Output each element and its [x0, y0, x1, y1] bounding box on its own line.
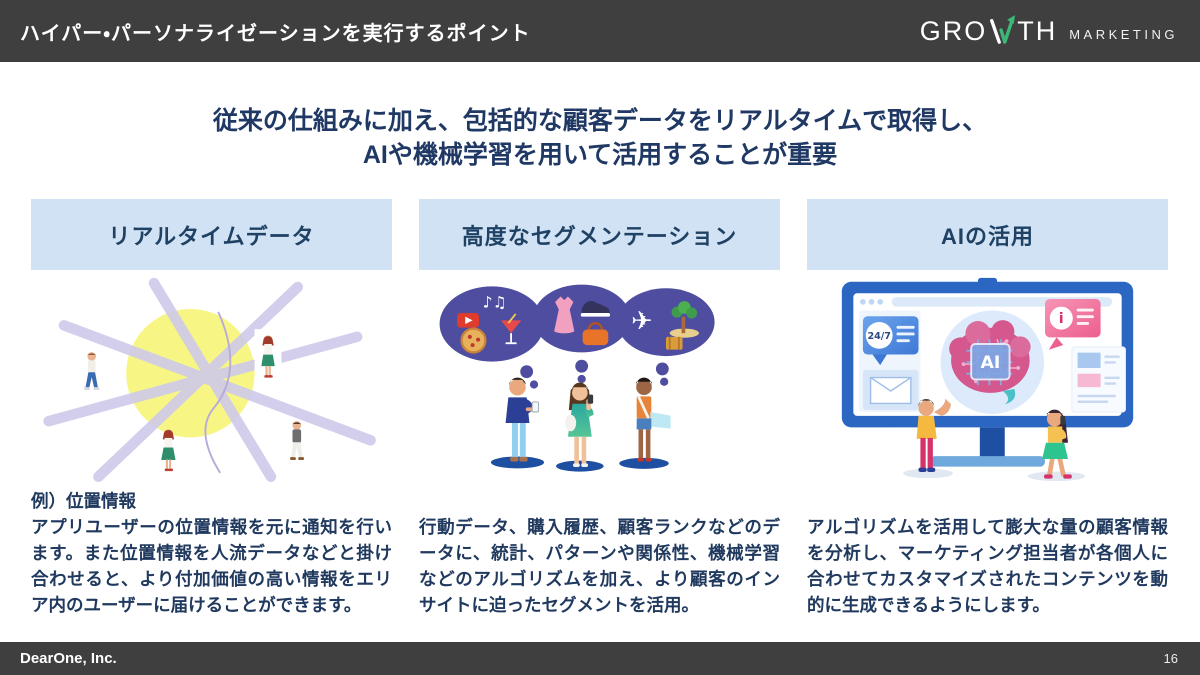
headline-line1: 従来の仕組みに加え、包括的な顧客データをリアルタイムで取得し、	[212, 107, 988, 135]
footer-company: DearOne, Inc.	[20, 650, 117, 667]
headline-line2: AIや機械学習を用いて活用することが重要	[362, 141, 838, 169]
logo-growth-post: TH	[1017, 15, 1058, 46]
page-number: 16	[1163, 651, 1178, 666]
shadow	[490, 456, 544, 469]
youtube-icon	[456, 313, 479, 328]
column-header-segmentation: 高度なセグメンテーション	[419, 199, 780, 270]
thought-bubble-travel-icon: ✈	[616, 288, 715, 386]
thought-bubble-media-icon: ♪♫	[439, 286, 544, 389]
suitcase-icon	[665, 336, 682, 350]
badge-247-label: 24/7	[867, 331, 891, 342]
logo-growth-text: GRO TH	[920, 14, 1058, 48]
person-man-phone-icon	[505, 377, 539, 462]
column-ai: AIの活用	[807, 199, 1168, 618]
handbag-icon	[582, 321, 608, 346]
page-title: ハイパー・パーソナライゼーションを実行するポイント	[20, 22, 531, 45]
column-text-realtime: アプリユーザーの位置情報を元に通知を行います。また位置情報を人流データなどと掛け…	[31, 517, 392, 615]
pedestrian-woman-card-icon	[254, 329, 282, 391]
person-woman-laptop-icon	[635, 377, 671, 462]
sneaker-icon	[580, 301, 610, 317]
music-notes-icon: ♪♫	[482, 294, 506, 312]
column-segmentation: 高度なセグメンテーション ♪♫	[419, 199, 780, 618]
headline: 従来の仕組みに加え、包括的な顧客データをリアルタイムで取得し、 AIや機械学習を…	[0, 104, 1200, 172]
column-body-segmentation: 行動データ、購入履歴、顧客ランクなどのデータに、統計、パターンや関係性、機械学習…	[419, 514, 780, 618]
ai-chip-label: AI	[980, 353, 1000, 373]
street-lines-icon	[43, 277, 376, 483]
ai-chip-icon: AI	[966, 339, 1013, 386]
column-text-ai: アルゴリズムを活用して膨大な量の顧客情報を分析し、マーケティング担当者が各個人に…	[807, 517, 1168, 615]
person-woman-walking-icon	[1042, 409, 1072, 479]
shadow	[618, 457, 669, 469]
columns-container: リアルタイムデータ	[31, 199, 1169, 618]
slide-footer: DearOne, Inc. 16	[0, 642, 1200, 675]
person-man-pointing-icon	[916, 398, 952, 472]
pizza-icon	[459, 327, 487, 354]
pedestrian-man-icon	[84, 352, 100, 391]
column-body-realtime: 例）位置情報 アプリユーザーの位置情報を元に通知を行います。また位置情報を人流デ…	[31, 488, 392, 618]
airplane-icon: ✈	[631, 307, 653, 337]
cocktail-icon	[500, 313, 521, 345]
example-label: 例）位置情報	[31, 491, 136, 511]
pedestrian-man2-icon	[290, 421, 304, 460]
ai-brain-icon: AI	[940, 310, 1045, 414]
pedestrian-woman-icon	[161, 429, 176, 472]
growth-marketing-logo: GRO TH MARKETING	[920, 14, 1178, 48]
thought-bubble-fashion-icon	[532, 284, 630, 384]
dashboard-panel-icon	[1071, 346, 1126, 413]
info-i-label: i	[1059, 311, 1064, 327]
segmentation-illustration: ♪♫	[419, 270, 780, 488]
growth-arrow-icon	[990, 15, 1016, 44]
logo-marketing-text: MARKETING	[1069, 26, 1178, 42]
logo-growth-pre: GRO	[919, 15, 988, 46]
column-header-realtime: リアルタイムデータ	[31, 199, 392, 270]
person-woman-phone-icon	[564, 382, 594, 467]
shadow	[555, 460, 604, 472]
column-realtime-data: リアルタイムデータ	[31, 199, 392, 618]
column-body-ai: アルゴリズムを活用して膨大な量の顧客情報を分析し、マーケティング担当者が各個人に…	[807, 514, 1168, 618]
ai-monitor-illustration: 24/7	[807, 270, 1168, 488]
route-curve-icon	[204, 311, 232, 474]
palm-tree-icon	[669, 301, 699, 338]
shadow	[1027, 471, 1086, 482]
column-header-ai: AIの活用	[807, 199, 1168, 270]
shadow	[903, 468, 953, 479]
column-text-segmentation: 行動データ、購入履歴、顧客ランクなどのデータに、統計、パターンや関係性、機械学習…	[419, 517, 780, 615]
slide-header: ハイパー・パーソナライゼーションを実行するポイント GRO TH MARKETI…	[0, 0, 1200, 62]
location-map-illustration	[31, 270, 392, 488]
dress-icon	[553, 296, 574, 334]
info-bubble-icon: i	[1045, 298, 1101, 350]
email-icon	[862, 369, 919, 411]
